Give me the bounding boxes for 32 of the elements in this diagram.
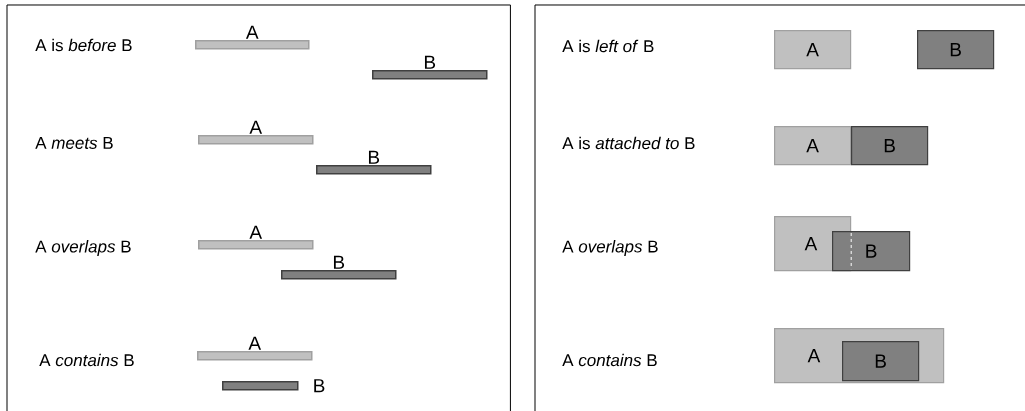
relation-label: A overlaps B [562, 240, 658, 256]
region-box: A [774, 30, 852, 70]
node-label: A [249, 225, 263, 239]
interval-bar: B [372, 55, 488, 80]
relation-label: A contains B [39, 353, 134, 367]
node-label: A [248, 336, 262, 350]
interval-bar: A [195, 25, 310, 50]
region-box: B [851, 126, 929, 166]
node-label: B [424, 55, 436, 69]
region-box: B [842, 341, 920, 382]
interval-bar: B [281, 255, 397, 280]
relation-label: A is before B [35, 38, 132, 52]
interval-bar: A [198, 225, 314, 250]
interval-bar: B [222, 379, 325, 393]
relation-label: A meets B [35, 137, 113, 149]
region-box: B [917, 30, 995, 70]
relation-label: A is attached to B [562, 136, 695, 150]
interval-bar: A [198, 120, 314, 145]
node-label: B [368, 150, 380, 164]
interval-bar: B [316, 150, 432, 175]
relation-label: A is left of B [562, 39, 654, 53]
interval-bar: A [197, 336, 313, 361]
node-label: A [245, 25, 259, 39]
relation-label: A overlaps B [35, 240, 131, 256]
region-box: A [774, 126, 852, 166]
node-label: B [314, 379, 325, 393]
node-label: A [249, 120, 263, 134]
relation-label: A contains B [562, 353, 657, 367]
panel-frame [534, 4, 1025, 411]
region-box: B [832, 231, 911, 272]
panel-frame [6, 4, 511, 411]
node-label: B [333, 255, 345, 269]
